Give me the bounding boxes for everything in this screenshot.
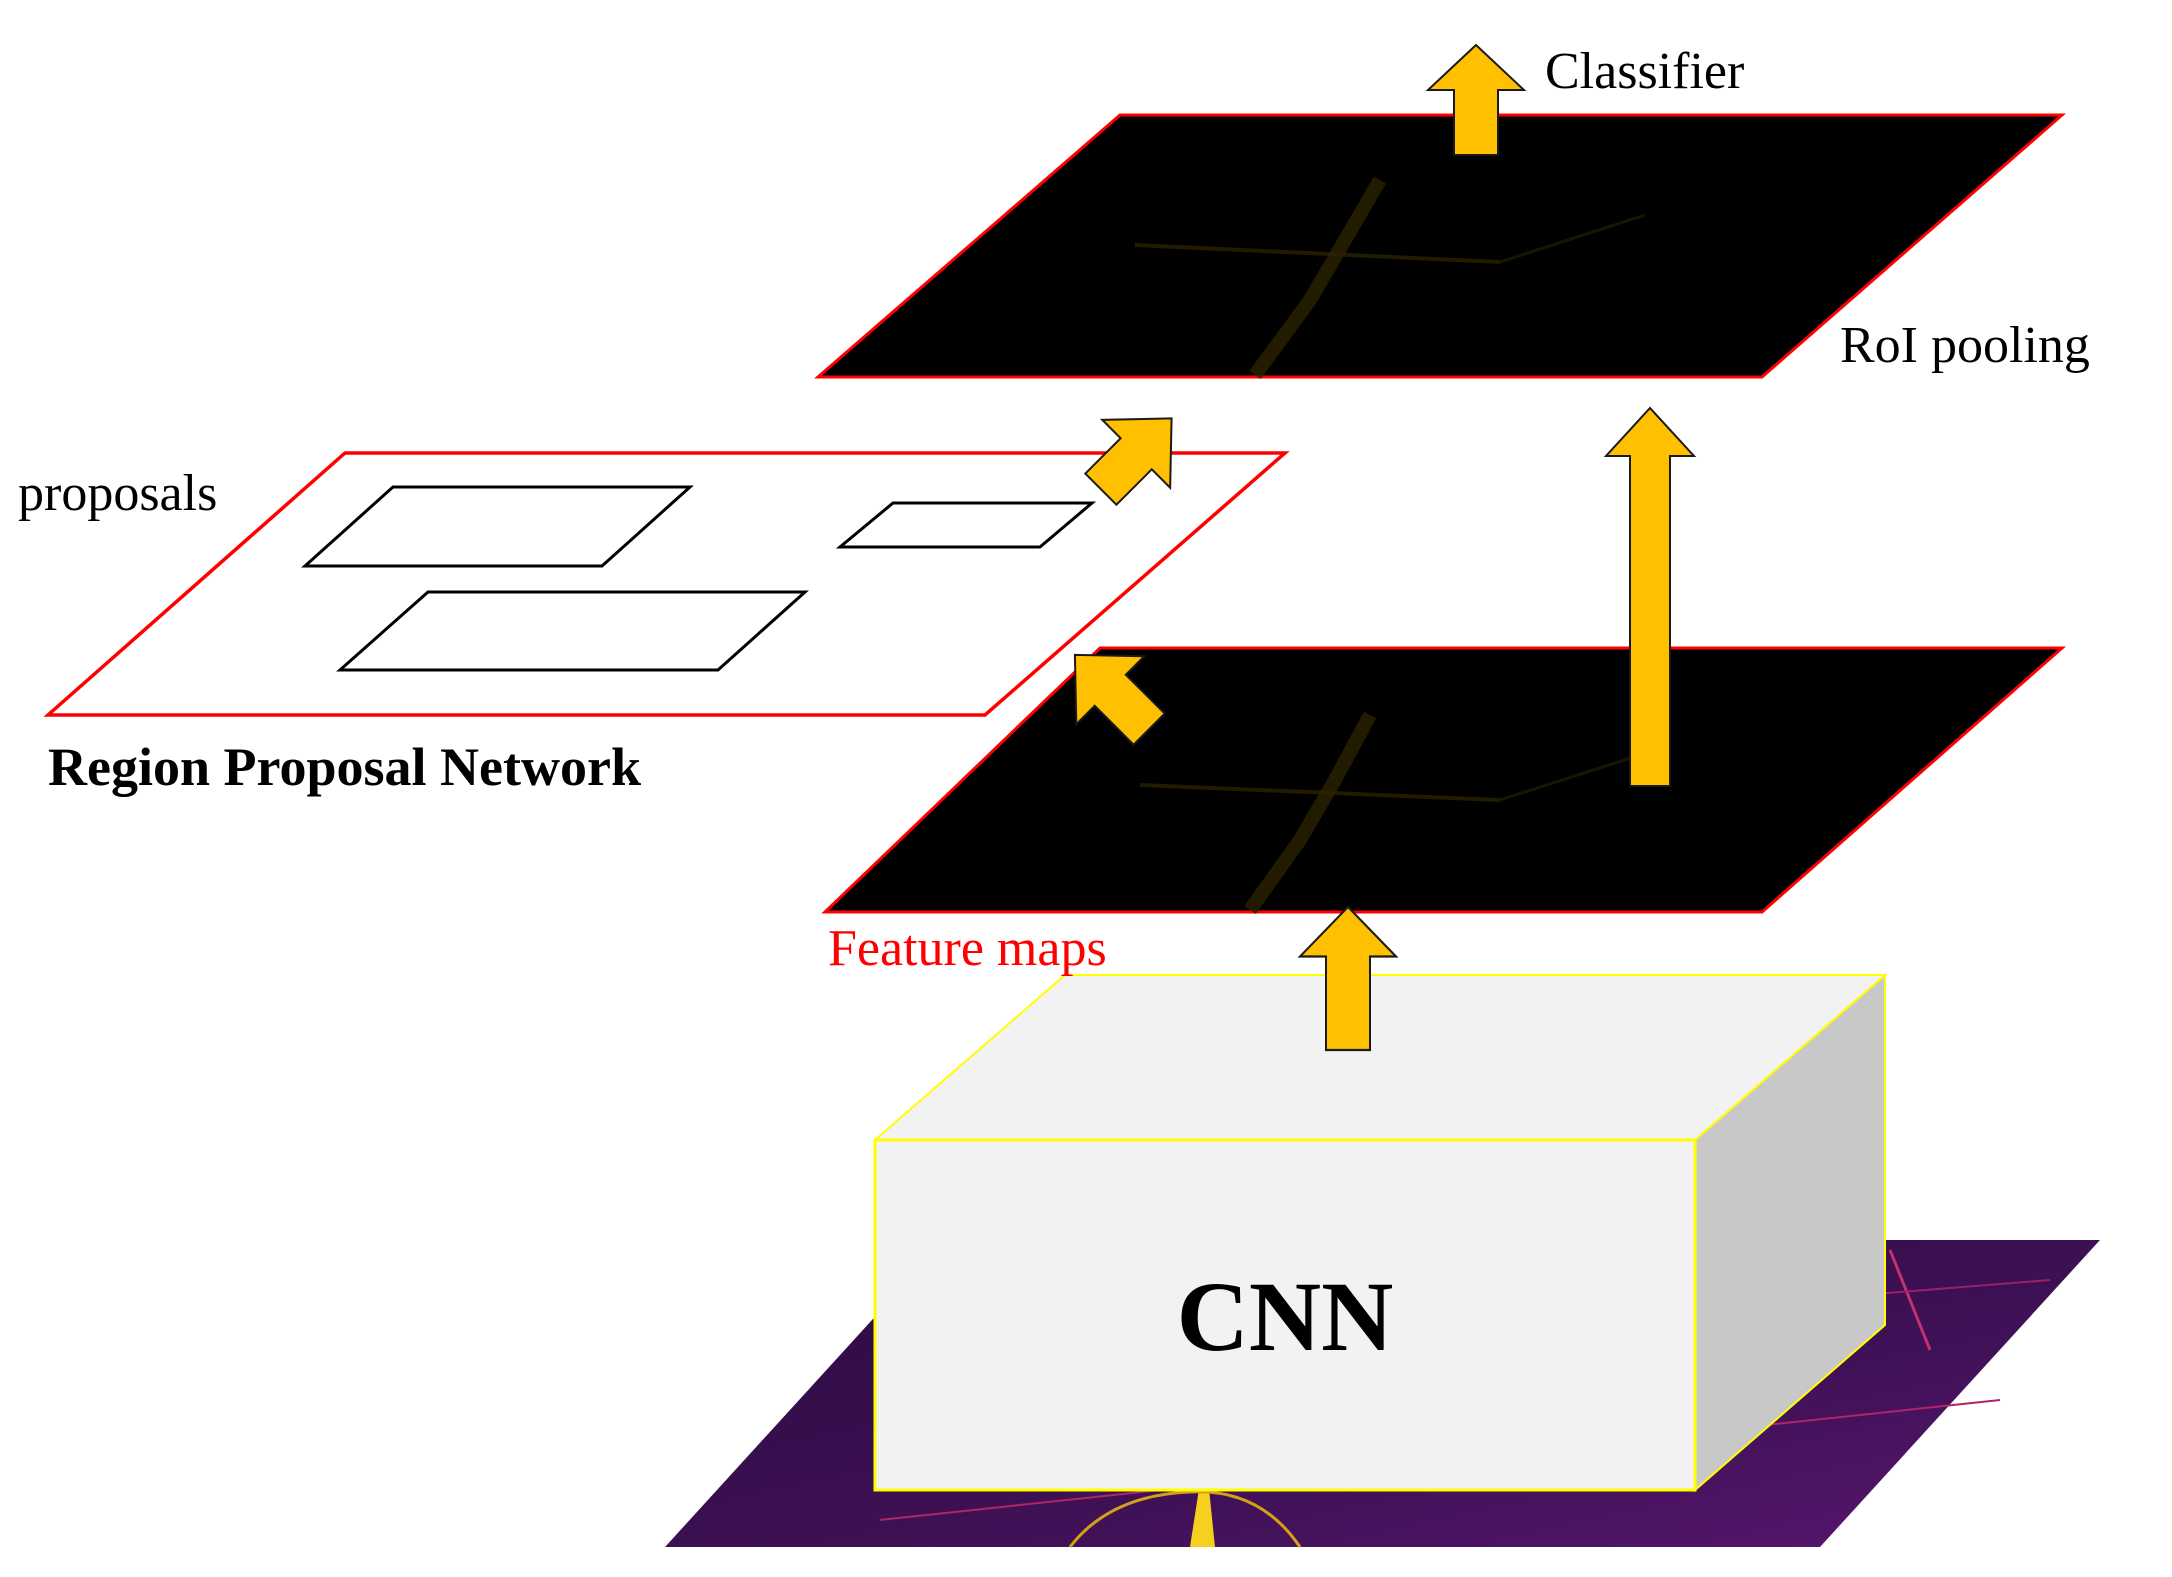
rpn-plane: [43, 451, 1290, 717]
up-arrow-icon: [1603, 406, 1697, 787]
roi-pooling-plane: [813, 113, 2066, 380]
rpn-label: Region Proposal Network: [48, 737, 641, 797]
cnn-block: [872, 972, 1888, 1493]
up-arrow-icon: [1073, 653, 1167, 747]
cnn-label: CNN: [1177, 1261, 1394, 1372]
proposals-label: proposals: [18, 465, 217, 522]
roi-pooling-label: RoI pooling: [1840, 317, 2090, 374]
up-arrow-icon: [1297, 905, 1399, 1052]
up-arrow-icon: [1083, 417, 1173, 507]
classifier-label: Classifier: [1545, 43, 1744, 100]
feature-maps-label: Feature maps: [828, 920, 1107, 977]
cnn-front-face: [873, 1138, 1697, 1492]
proposal-box: [301, 485, 694, 568]
up-arrow-icon: [1425, 43, 1527, 156]
proposal-box: [336, 590, 809, 672]
proposal-box: [835, 501, 1097, 549]
